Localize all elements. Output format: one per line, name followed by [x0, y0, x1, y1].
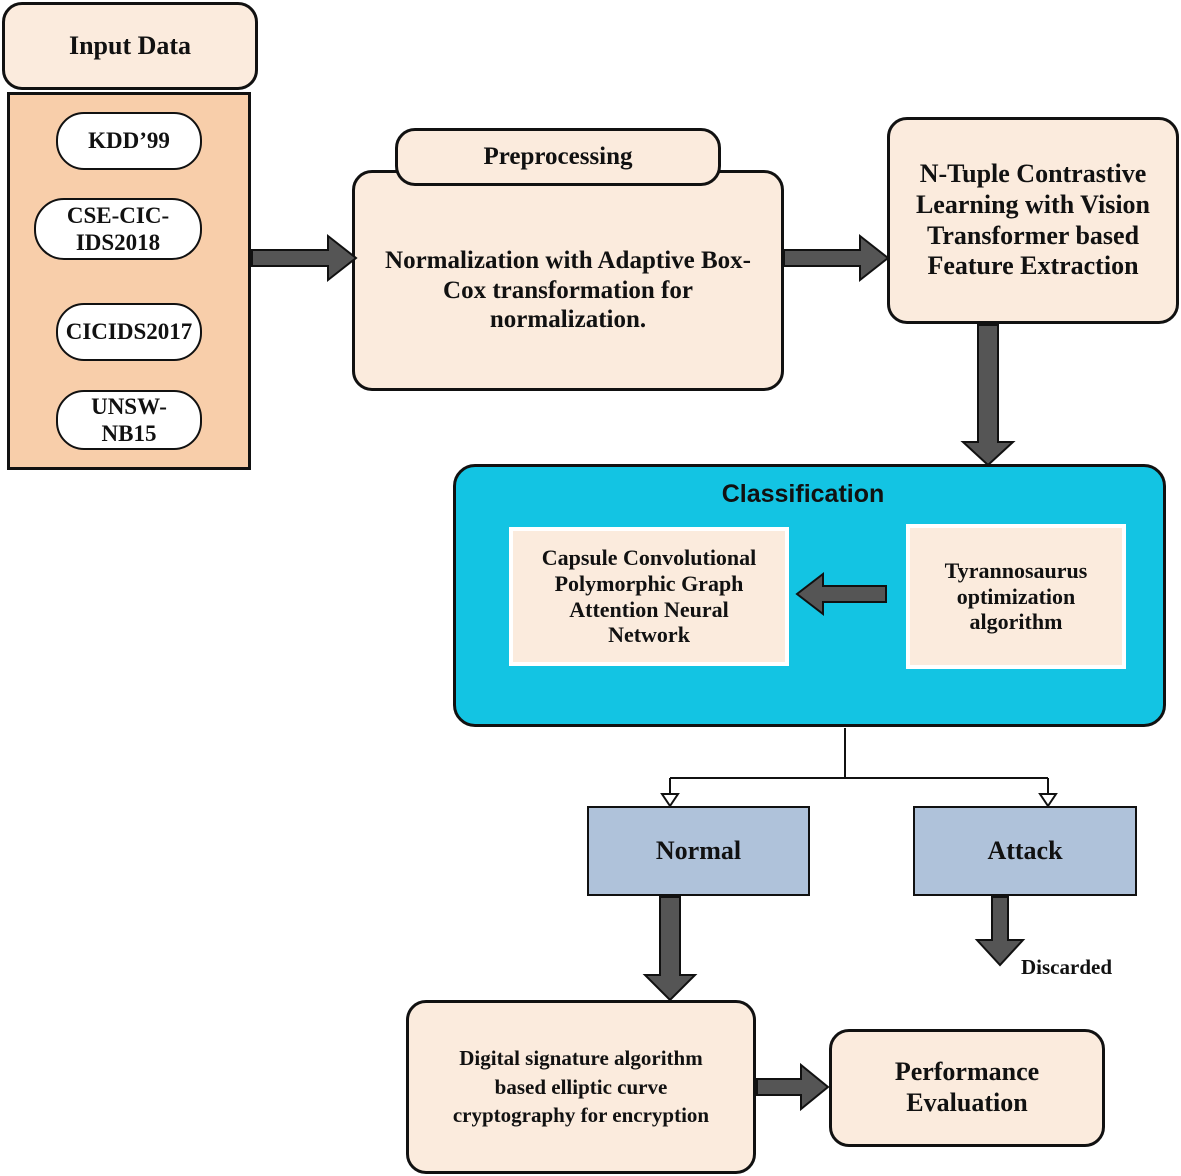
arrow-input-to-preprocessing: [251, 233, 358, 283]
preprocessing-box: Normalization with Adaptive Box- Cox tra…: [352, 170, 784, 391]
dataset-cse-cic-ids2018: CSE-CIC- IDS2018: [34, 198, 202, 260]
dataset-kdd99: KDD’99: [56, 112, 202, 170]
attack-box: Attack: [913, 806, 1137, 896]
arrow-feature-to-classification: [960, 324, 1016, 467]
normal-box: Normal: [587, 806, 810, 896]
feature-extraction-label: N-Tuple Contrastive Learning with Vision…: [915, 159, 1151, 281]
split-arrowhead-normal: [660, 793, 680, 808]
input-data-header: Input Data: [2, 2, 258, 90]
classifier-network-box: Capsule Convolutional Polymorphic Graph …: [509, 527, 789, 666]
encryption-label: Digital signature algorithm based ellipt…: [452, 1046, 710, 1128]
preprocessing-title: Preprocessing: [483, 143, 633, 171]
classifier-network-label: Capsule Convolutional Polymorphic Graph …: [541, 544, 757, 648]
arrow-encryption-to-evaluation: [756, 1062, 830, 1112]
optimizer-box: Tyrannosaurus optimization algorithm: [906, 524, 1126, 669]
split-arrowhead-attack: [1038, 793, 1058, 808]
evaluation-label: Performance Evaluation: [894, 1057, 1040, 1117]
evaluation-box: Performance Evaluation: [829, 1029, 1105, 1147]
attack-label: Attack: [987, 835, 1063, 865]
arrow-preprocessing-to-feature: [783, 233, 890, 283]
feature-extraction-box: N-Tuple Contrastive Learning with Vision…: [887, 117, 1179, 324]
normal-label: Normal: [655, 835, 742, 865]
arrow-attack-to-discarded: [974, 896, 1026, 967]
input-data-title: Input Data: [68, 30, 192, 60]
arrow-optimizer-to-classifier: [795, 571, 887, 617]
dataset-cicids2017: CICIDS2017: [56, 303, 202, 361]
dataset-unsw-nb15: UNSW- NB15: [56, 390, 202, 450]
optimizer-label: Tyrannosaurus optimization algorithm: [944, 557, 1088, 635]
preprocessing-body: Normalization with Adaptive Box- Cox tra…: [385, 247, 751, 334]
classification-title: Classification: [721, 480, 885, 508]
preprocessing-title-tab: Preprocessing: [395, 128, 721, 186]
arrow-normal-to-encryption: [642, 896, 698, 1002]
encryption-box: Digital signature algorithm based ellipt…: [406, 1000, 756, 1174]
discarded-label: Discarded: [1021, 955, 1112, 979]
